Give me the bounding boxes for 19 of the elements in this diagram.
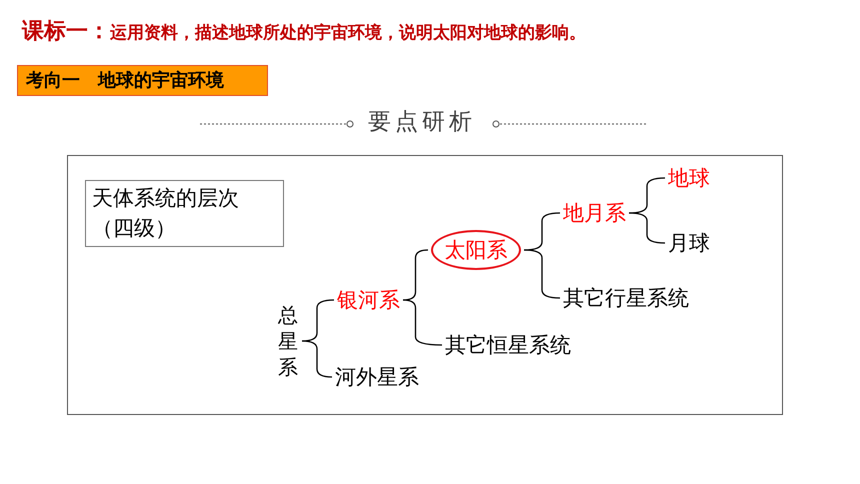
brace-line: [628, 212, 666, 244]
topic-banner: 考向一 地球的宇宙环境: [17, 65, 268, 96]
node-label: 其它行星系统: [563, 286, 689, 310]
node-label: 河外星系: [335, 364, 419, 390]
node-label: 其它恒星系统: [445, 332, 571, 358]
heading: 课标一：运用资料，描述地球所处的宇宙环境，说明太阳对地球的影响。: [22, 18, 586, 46]
brace-line: [302, 340, 332, 378]
node-label: 总星系: [277, 302, 299, 380]
brace-line: [302, 299, 334, 342]
heading-box: 天体系统的层次（四级）: [85, 180, 284, 247]
node-label: 月球: [668, 230, 710, 256]
diagram-frame: [67, 155, 783, 415]
node-label: 地球: [668, 166, 710, 190]
brace-line: [402, 299, 442, 346]
node-label: 地月系: [563, 200, 626, 226]
highlight-ellipse: 太阳系: [431, 230, 521, 270]
node-label: 银河系: [337, 288, 400, 312]
section-heading: 要点研析: [368, 109, 476, 136]
brace-line: [524, 249, 560, 299]
